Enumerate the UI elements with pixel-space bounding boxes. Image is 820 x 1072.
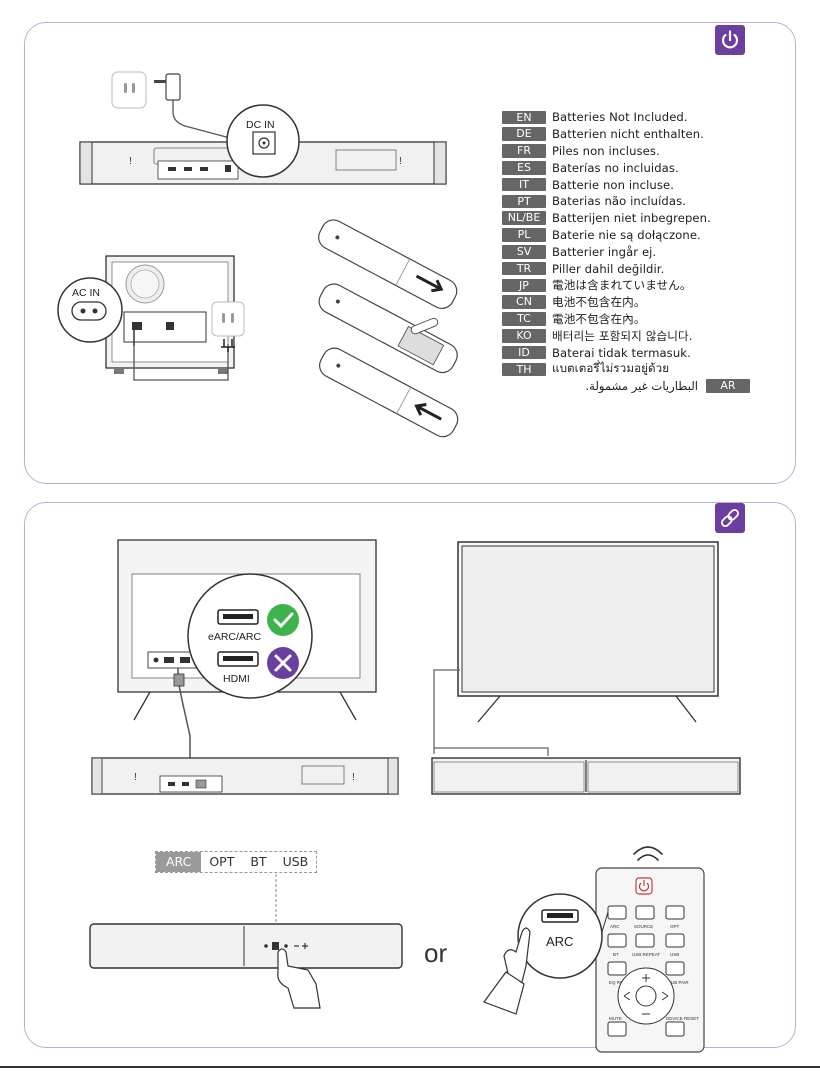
cross-icon bbox=[274, 654, 292, 672]
source-usb[interactable]: USB bbox=[282, 854, 309, 869]
svg-text:!: ! bbox=[399, 156, 402, 167]
page-bottom-rule bbox=[0, 1066, 820, 1068]
svg-text:MUTE: MUTE bbox=[609, 1016, 622, 1021]
tv-front-illustration bbox=[431, 541, 741, 795]
source-opt[interactable]: OPT bbox=[209, 854, 235, 869]
dc-in-label: DC IN bbox=[246, 119, 275, 131]
soundbar-dc-illustration: ! ! DC IN bbox=[79, 71, 447, 185]
source-selector-bar: ARC OPT BT USB bbox=[155, 851, 318, 873]
ac-in-label: AC IN bbox=[72, 287, 100, 299]
svg-text:BT: BT bbox=[613, 952, 619, 957]
pointing-hand-icon bbox=[503, 927, 531, 983]
earc-label: eARC/ARC bbox=[208, 631, 262, 643]
soundbar-source-button-illustration bbox=[89, 874, 403, 1009]
link-icon bbox=[715, 503, 745, 533]
svg-text:!: ! bbox=[352, 772, 355, 783]
lang-row-ar: البطاريات غير مشمولة.AR bbox=[502, 378, 750, 395]
svg-text:USB: USB bbox=[670, 952, 679, 957]
svg-text:SUB PAIR: SUB PAIR bbox=[668, 980, 689, 985]
svg-text:DEVICE RESET: DEVICE RESET bbox=[666, 1016, 699, 1021]
svg-text:OPT: OPT bbox=[670, 924, 680, 929]
subwoofer-ac-illustration: AC IN bbox=[57, 255, 245, 381]
check-icon bbox=[273, 612, 294, 629]
svg-text:!: ! bbox=[134, 772, 137, 783]
hdmi-label: HDMI bbox=[223, 673, 250, 685]
remote-battery-illustration bbox=[318, 219, 459, 438]
svg-text:EQ RESET: EQ RESET bbox=[609, 980, 632, 985]
svg-text:USB REPEAT: USB REPEAT bbox=[632, 952, 660, 957]
remote-power-icon bbox=[638, 880, 650, 892]
signal-icon bbox=[633, 846, 663, 861]
svg-text:SOURCE: SOURCE bbox=[634, 924, 653, 929]
soundbar-left-illustration: ! ! bbox=[91, 757, 399, 795]
tv-back-hdmi-illustration: eARC/ARC HDMI bbox=[117, 539, 377, 770]
remote-arc-label: ARC bbox=[546, 934, 573, 949]
remote-arc-illustration: ARC SOURCE OPT BT USB REPEAT USB EQ RESE… bbox=[483, 846, 705, 1053]
svg-text:!: ! bbox=[129, 156, 132, 167]
pointing-hand-icon bbox=[277, 948, 321, 1009]
svg-text:ARC: ARC bbox=[610, 924, 620, 929]
source-bt[interactable]: BT bbox=[250, 854, 267, 869]
power-icon bbox=[715, 25, 745, 55]
or-text: or bbox=[424, 938, 448, 968]
source-arc[interactable]: ARC bbox=[156, 852, 202, 872]
